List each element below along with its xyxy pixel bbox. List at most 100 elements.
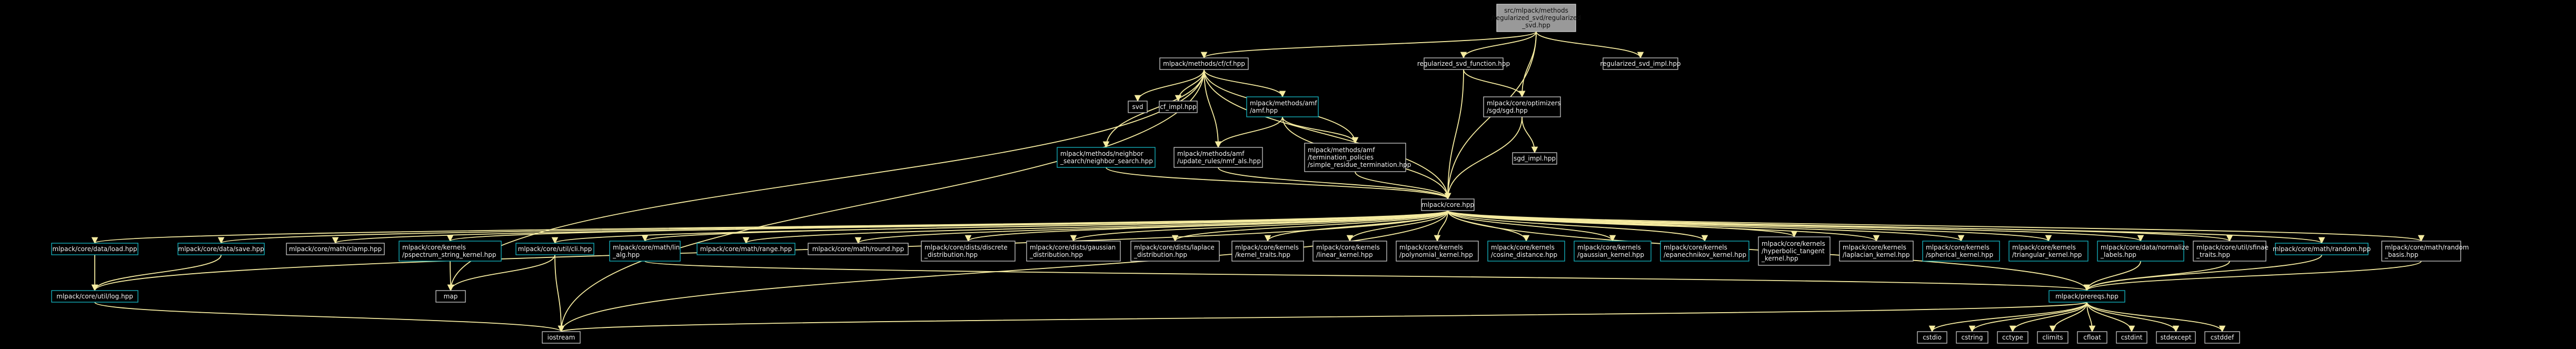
edge-sfin-to-prereq [2083,261,2230,292]
edge-pspec-to-map [447,261,454,292]
edge-norm-to-prereq [2083,261,2141,292]
node-load[interactable]: mlpack/core/data/load.hpp [51,243,138,255]
node-log[interactable]: mlpack/core/util/log.hpp [51,290,138,303]
node-cli-box [515,243,594,255]
edge-core-to-lapk [1447,210,1879,242]
node-map[interactable]: map [435,290,466,303]
node-map-box [435,290,466,303]
node-hyper-label-line: _kernel.hpp [1761,255,1798,262]
node-epan[interactable]: mlpack/core/kernels/epanechnikov_kernel.… [1660,241,1749,262]
node-sph[interactable]: mlpack/core/kernels/spherical_kernel.hpp [1922,241,2000,262]
node-save-box [177,243,265,255]
node-stdexcept[interactable]: stdexcept [2156,331,2196,344]
node-cctype-label-line: cctype [2002,334,2023,341]
node-hyper[interactable]: mlpack/core/kernels/hyperbolic_tangent_k… [1758,236,1831,266]
node-cf-box [1159,57,1249,70]
node-disc[interactable]: mlpack/core/dists/discrete_distribution.… [921,241,1016,262]
node-lapd[interactable]: mlpack/core/dists/laplace_distribution.h… [1130,241,1220,262]
edge-prereq-to-cstdint [2086,302,2135,333]
edge-core-to-gaussd [1070,210,1448,242]
node-root[interactable]: src/mlpack/methods/regularized_svd/regul… [1491,4,1581,32]
node-sgd[interactable]: mlpack/core/optimizers/sgd/sgd.hpp [1483,96,1561,117]
node-lapd-box [1130,241,1220,262]
node-cctype[interactable]: cctype [1997,331,2028,344]
node-load-label-line: mlpack/core/data/load.hpp [53,245,137,253]
node-ktraits[interactable]: mlpack/core/kernels/kernel_traits.hpp [1231,241,1304,262]
node-randb-label-line: mlpack/core/math/random [2385,244,2469,251]
node-cosine[interactable]: mlpack/core/kernels/cosine_distance.hpp [1487,241,1565,262]
node-disc-box [921,241,1016,262]
node-cstddef[interactable]: cstddef [2204,331,2240,344]
node-sfin[interactable]: mlpack/core/util/sfinae_traits.hpp [2193,241,2269,262]
node-randb[interactable]: mlpack/core/math/random_basis.hpp [2381,241,2469,262]
node-amfterm[interactable]: mlpack/methods/amf/termination_policies/… [1304,143,1411,172]
node-linker-label-line: mlpack/core/kernels [1316,244,1380,251]
node-pspec[interactable]: mlpack/core/kernels/pspectrum_string_ker… [399,241,502,262]
edge-prereq-to-iostream [558,302,2087,333]
node-cf[interactable]: mlpack/methods/cf/cf.hpp [1159,57,1249,70]
edge-core-to-rand [1447,210,2325,244]
node-poly-box [1396,241,1479,262]
node-round[interactable]: mlpack/core/math/round.hpp [808,243,909,255]
edge-amf-to-amfterm [1282,116,1359,144]
node-gaussk[interactable]: mlpack/core/kernels/gaussian_kernel.hpp [1574,241,1652,262]
edge-core-to-poly [1434,210,1448,242]
node-lin[interactable]: mlpack/core/math/lin_alg.hpp [609,241,681,262]
node-ktraits-label-line: /kernel_traits.hpp [1235,251,1290,258]
node-gaussd[interactable]: mlpack/core/dists/gaussian_distribution.… [1026,241,1121,262]
node-lin-box [609,241,681,262]
node-svd-box [1128,101,1148,113]
node-poly-label-line: mlpack/core/kernels [1399,244,1463,251]
node-randb-label-line: _basis.hpp [2384,251,2418,258]
edge-root-to-rsi [1536,31,1644,59]
node-cstdint[interactable]: cstdint [2116,331,2147,344]
node-linker[interactable]: mlpack/core/kernels/linear_kernel.hpp [1312,241,1387,262]
edge-cf-to-core [1204,69,1451,200]
node-hyper-label-line: mlpack/core/kernels [1762,240,1825,247]
node-lapk[interactable]: mlpack/core/kernels/laplacian_kernel.hpp [1839,241,1914,262]
node-cfimpl[interactable]: cf_impl.hpp [1159,101,1198,113]
node-amfupd-label-line: /update_rules/nmf_als.hpp [1177,157,1261,165]
node-core[interactable]: mlpack/core.hpp [1421,198,1475,211]
node-nss[interactable]: mlpack/methods/neighbor_search/neighbor_… [1057,147,1156,168]
node-prereq[interactable]: mlpack/prereqs.hpp [2048,290,2125,303]
node-cstring[interactable]: cstring [1956,331,1988,344]
edge-cf-to-svd [1134,69,1205,102]
node-norm-box [2097,241,2184,262]
node-iostream-box [542,331,581,344]
node-climits[interactable]: climits [2037,331,2068,344]
node-amf[interactable]: mlpack/methods/amf/amf.hpp [1246,96,1319,117]
edge-core-to-save [218,210,1448,244]
node-rsf[interactable]: regularized_svd_function.hpp [1417,57,1510,70]
node-norm[interactable]: mlpack/core/data/normalize_labels.hpp [2097,241,2189,262]
edge-prereq-to-cstdio [1928,302,2087,333]
edge-sgd-to-sgdimpl [1521,116,1538,154]
node-rsi[interactable]: regularized_svd_impl.hpp [1600,57,1681,70]
node-norm-label-line: mlpack/core/data/normalize [2101,244,2189,251]
node-cli-label-line: mlpack/core/util/cli.hpp [518,245,592,253]
node-save[interactable]: mlpack/core/data/save.hpp [177,243,265,255]
node-cli[interactable]: mlpack/core/util/cli.hpp [515,243,594,255]
node-range[interactable]: mlpack/core/math/range.hpp [697,243,795,255]
node-cstdio[interactable]: cstdio [1917,331,1947,344]
node-sgdimpl[interactable]: sgd_impl.hpp [1512,152,1557,165]
node-epan-box [1660,241,1749,262]
node-amfupd[interactable]: mlpack/methods/amf/update_rules/nmf_als.… [1173,147,1263,168]
node-svd[interactable]: svd [1128,101,1148,113]
edge-core-to-randb [1447,210,2424,242]
edge-prereq-to-cstddef [2086,302,2226,333]
node-poly[interactable]: mlpack/core/kernels/polynomial_kernel.hp… [1396,241,1479,262]
edge-cli-to-iostream [554,254,565,333]
node-range-label-line: mlpack/core/math/range.hpp [700,245,792,253]
node-rsi-label-line: regularized_svd_impl.hpp [1600,60,1680,67]
node-tri[interactable]: mlpack/core/kernels/triangular_kernel.hp… [2008,241,2088,262]
node-norm-label-line: _labels.hpp [2100,251,2136,258]
node-climits-label-line: climits [2042,334,2063,341]
node-ktraits-label-line: mlpack/core/kernels [1235,244,1299,251]
node-cfloat-box [2077,331,2107,344]
node-hyper-box [1758,236,1831,266]
node-cfloat[interactable]: cfloat [2077,331,2107,344]
node-rand[interactable]: mlpack/core/math/random.hpp [2273,243,2371,255]
node-clamp[interactable]: mlpack/core/math/clamp.hpp [286,243,385,255]
node-iostream[interactable]: iostream [542,331,581,344]
